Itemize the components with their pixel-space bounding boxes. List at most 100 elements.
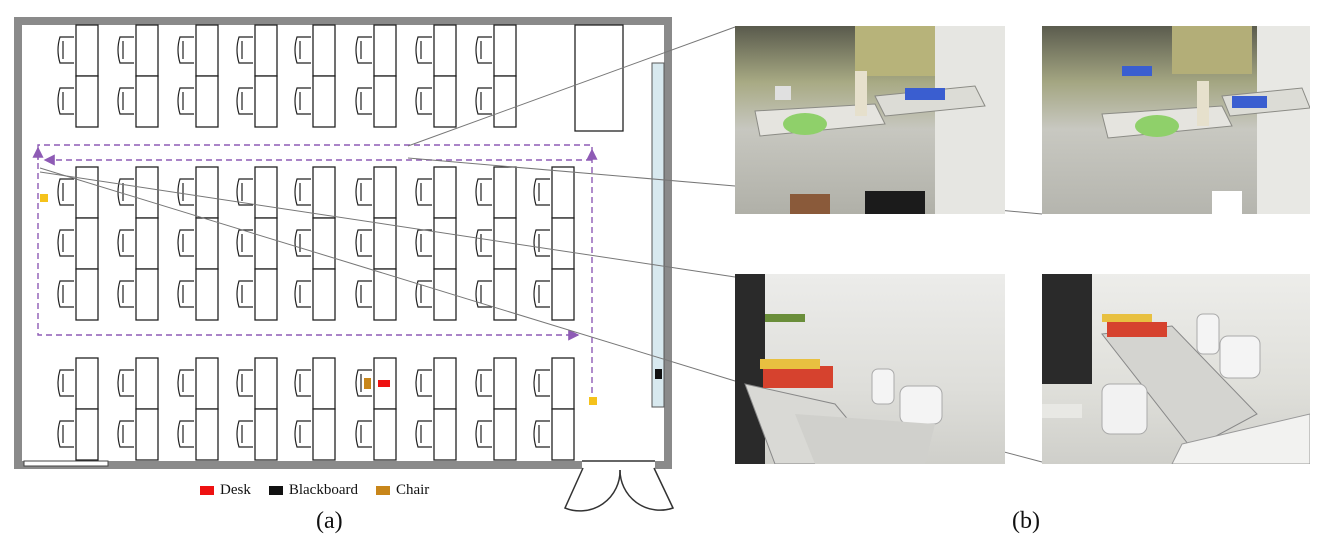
student-chair xyxy=(177,280,194,308)
legend-swatch-desk xyxy=(200,486,214,495)
teacher-desk xyxy=(574,24,624,132)
student-chair xyxy=(57,420,74,448)
photo-bottom-right xyxy=(1042,274,1310,464)
student-chair xyxy=(475,178,492,206)
student-desk xyxy=(254,408,278,461)
student-desk xyxy=(312,166,336,219)
student-chair xyxy=(117,369,134,397)
student-desk xyxy=(373,268,397,321)
student-desk xyxy=(373,166,397,219)
legend-swatch-chair xyxy=(375,486,390,495)
student-desk xyxy=(195,268,219,321)
student-desk xyxy=(75,75,99,128)
student-desk xyxy=(254,357,278,410)
student-desk xyxy=(135,24,159,77)
student-desk xyxy=(493,24,517,77)
student-desk xyxy=(254,75,278,128)
student-desk xyxy=(135,268,159,321)
student-chair xyxy=(533,280,550,308)
student-desk xyxy=(433,268,457,321)
student-desk xyxy=(312,75,336,128)
student-desk xyxy=(433,166,457,219)
student-chair xyxy=(294,36,311,64)
camera-position-right xyxy=(589,397,597,405)
student-chair xyxy=(415,369,432,397)
student-chair xyxy=(355,178,372,206)
student-desk xyxy=(75,217,99,270)
student-desk xyxy=(195,24,219,77)
student-chair xyxy=(177,369,194,397)
student-desk xyxy=(433,217,457,270)
student-chair xyxy=(117,87,134,115)
student-desk xyxy=(254,24,278,77)
student-chair xyxy=(294,369,311,397)
caption-a: (a) xyxy=(316,508,343,534)
student-desk xyxy=(551,217,575,270)
student-desk xyxy=(312,217,336,270)
student-chair xyxy=(475,369,492,397)
student-desk xyxy=(493,75,517,128)
photo-top-left xyxy=(735,26,1005,214)
student-desk xyxy=(195,408,219,461)
student-chair xyxy=(57,87,74,115)
student-chair xyxy=(475,36,492,64)
student-chair xyxy=(475,280,492,308)
photo-bottom-left xyxy=(735,274,1005,464)
student-chair xyxy=(177,229,194,257)
student-desk xyxy=(433,75,457,128)
student-chair xyxy=(415,280,432,308)
student-desk xyxy=(551,357,575,410)
student-chair xyxy=(533,369,550,397)
student-chair xyxy=(355,36,372,64)
student-desk xyxy=(254,217,278,270)
student-chair xyxy=(415,420,432,448)
student-desk xyxy=(312,268,336,321)
student-desk xyxy=(254,166,278,219)
student-desk xyxy=(135,75,159,128)
student-desk xyxy=(551,408,575,461)
legend-item-chair: Chair xyxy=(375,482,429,499)
student-chair xyxy=(117,178,134,206)
student-chair xyxy=(533,178,550,206)
student-chair xyxy=(177,178,194,206)
student-desk xyxy=(373,408,397,461)
student-chair xyxy=(415,87,432,115)
student-chair xyxy=(533,229,550,257)
student-desk xyxy=(551,166,575,219)
student-desk xyxy=(551,268,575,321)
room-door xyxy=(563,460,675,512)
student-chair xyxy=(294,420,311,448)
student-desk xyxy=(433,408,457,461)
student-desk xyxy=(312,24,336,77)
student-chair xyxy=(475,420,492,448)
student-desk xyxy=(75,408,99,461)
student-desk xyxy=(433,357,457,410)
student-chair xyxy=(355,87,372,115)
target-desk-marker xyxy=(378,380,390,387)
legend-label-desk: Desk xyxy=(220,482,251,498)
student-chair xyxy=(177,87,194,115)
student-desk xyxy=(195,75,219,128)
student-chair xyxy=(57,280,74,308)
student-chair xyxy=(236,229,253,257)
desk-grid xyxy=(57,24,575,461)
student-desk xyxy=(135,217,159,270)
student-chair xyxy=(294,178,311,206)
caption-b: (b) xyxy=(1012,508,1040,534)
student-chair xyxy=(57,229,74,257)
student-chair xyxy=(355,229,372,257)
student-desk xyxy=(493,166,517,219)
legend-swatch-blackboard xyxy=(268,486,283,495)
student-chair xyxy=(415,229,432,257)
student-chair xyxy=(475,87,492,115)
student-desk xyxy=(75,24,99,77)
student-desk xyxy=(254,268,278,321)
student-chair xyxy=(177,36,194,64)
legend: Desk Blackboard Chair xyxy=(200,482,429,499)
legend-item-desk: Desk xyxy=(200,482,251,499)
student-chair xyxy=(177,420,194,448)
photo-top-right xyxy=(1042,26,1310,214)
student-chair xyxy=(475,229,492,257)
student-chair xyxy=(294,87,311,115)
